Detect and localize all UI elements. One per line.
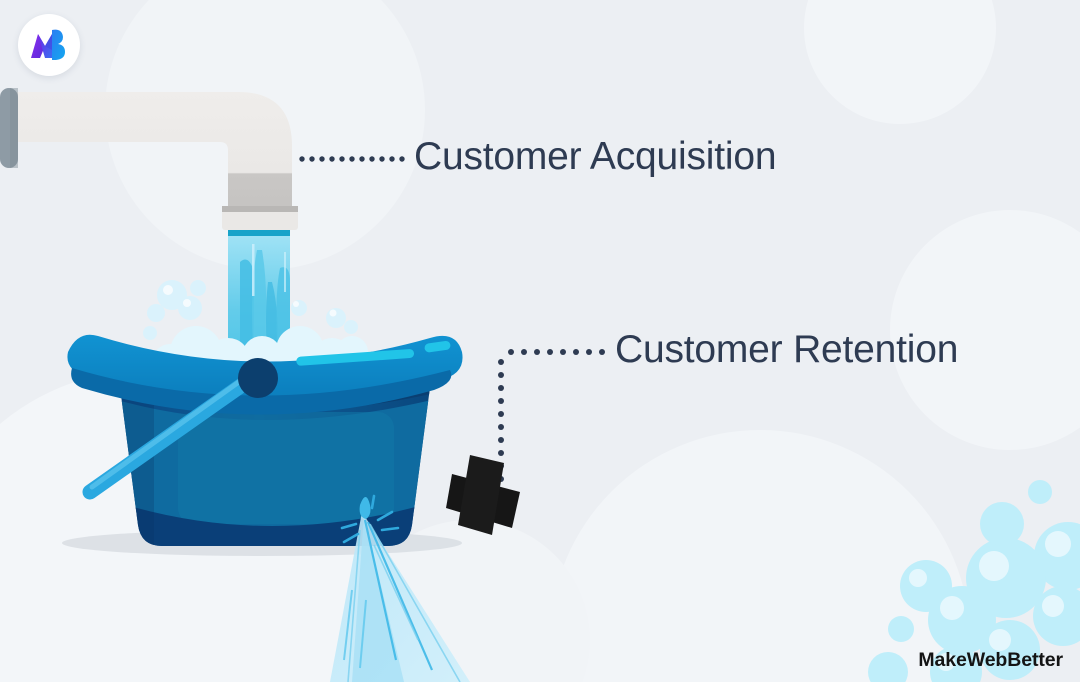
bubble-highlights [163, 285, 337, 317]
retention-leader-dots [498, 349, 605, 482]
corner-bubble-highlights [909, 531, 1071, 671]
bucket-handle [82, 358, 278, 500]
brand-wordmark: MakeWebBetter [918, 649, 1063, 671]
acquisition-leader-dots [299, 156, 405, 162]
makewebbetter-logo-badge[interactable] [18, 14, 80, 76]
label-customer-acquisition: Customer Acquisition [414, 135, 777, 178]
label-customer-retention: Customer Retention [615, 328, 959, 371]
makewebbetter-logo-icon [31, 29, 65, 60]
bucket [67, 334, 463, 546]
water-leak-spray [330, 494, 470, 682]
corner-bubbles [868, 480, 1080, 682]
x-cross-icon [446, 455, 520, 535]
faucet-pipe [0, 88, 298, 230]
